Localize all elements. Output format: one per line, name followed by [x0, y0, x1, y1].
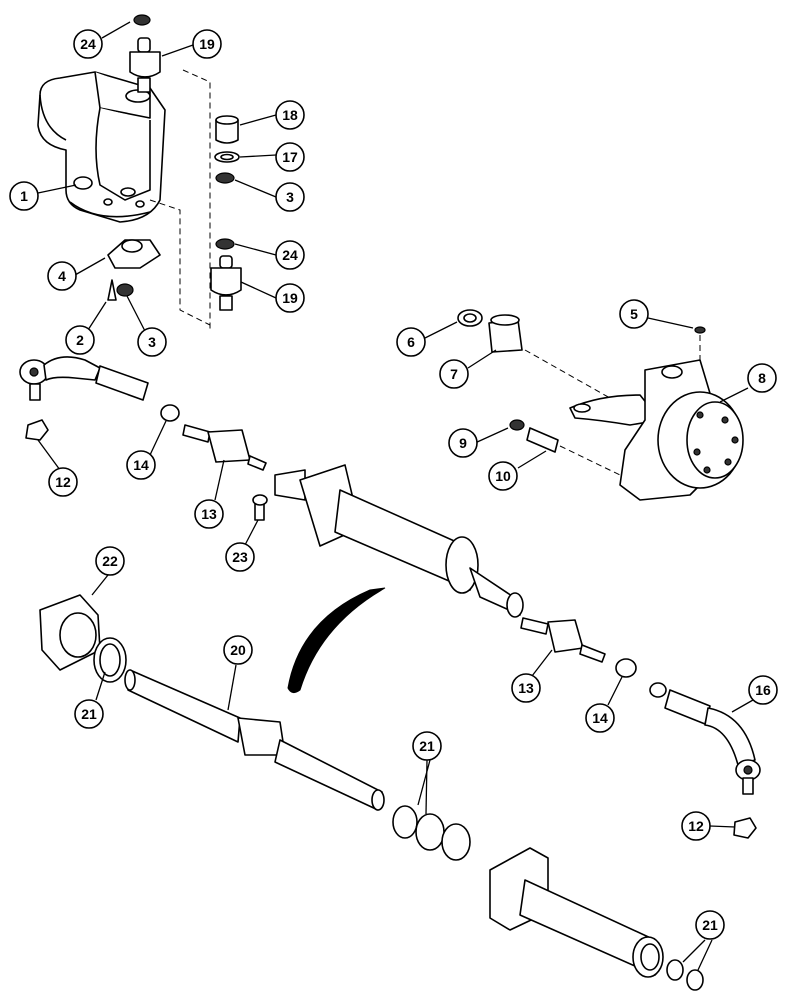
callout-label: 20	[230, 642, 246, 658]
callout-label: 10	[495, 468, 511, 484]
callout-label: 3	[148, 334, 156, 350]
callout-label: 6	[407, 334, 415, 350]
callout-22: 22	[95, 546, 125, 576]
callout-label: 8	[758, 370, 766, 386]
leader-lines	[37, 21, 754, 971]
ball-joint-upper	[129, 14, 161, 93]
callout-label: 1	[20, 188, 28, 204]
callout-19-top: 19	[192, 29, 222, 59]
callout-16: 16	[748, 675, 778, 705]
direction-arrow	[287, 587, 386, 694]
cylinder-barrel	[489, 847, 664, 978]
callout-label: 21	[81, 706, 97, 722]
callout-label: 24	[80, 36, 96, 52]
seal-rings-set	[392, 805, 471, 861]
callout-label: 14	[592, 710, 608, 726]
guide-line	[149, 199, 211, 326]
callout-21-left: 21	[74, 699, 104, 729]
callout-14-right: 14	[585, 703, 615, 733]
callout-3-top: 3	[275, 182, 305, 212]
piston-rod	[124, 669, 385, 811]
callout-18: 18	[275, 100, 305, 130]
guide-line	[182, 69, 211, 330]
callout-label: 4	[58, 268, 66, 284]
inner-ball-joint-right	[520, 617, 637, 678]
callout-label: 17	[282, 149, 298, 165]
callout-13-left: 13	[194, 499, 224, 529]
callout-12-right: 12	[681, 811, 711, 841]
callout-label: 12	[688, 818, 704, 834]
callout-label: 18	[282, 107, 298, 123]
callout-1: 1	[9, 181, 39, 211]
callout-24-middle: 24	[275, 240, 305, 270]
steering-knuckle	[457, 309, 744, 501]
callout-8: 8	[747, 363, 777, 393]
callout-20: 20	[223, 635, 253, 665]
callout-label: 7	[450, 366, 458, 382]
callout-10: 10	[488, 461, 518, 491]
inner-ball-joint-left	[182, 424, 268, 521]
callout-3-lower: 3	[137, 327, 167, 357]
o-rings-small	[666, 959, 704, 991]
steering-cylinder	[274, 464, 524, 618]
callout-21-centre: 21	[412, 731, 442, 761]
tie-rod-right	[649, 682, 761, 839]
callout-label: 12	[55, 474, 71, 490]
callout-7: 7	[439, 359, 469, 389]
callout-24-top: 24	[73, 29, 103, 59]
cover-plate-assembly	[107, 239, 161, 301]
callout-label: 14	[133, 457, 149, 473]
pivot-housing	[37, 71, 166, 223]
callout-9: 9	[448, 428, 478, 458]
callout-label: 16	[755, 682, 771, 698]
ball-joint-lower	[210, 238, 242, 311]
callout-17: 17	[275, 142, 305, 172]
callout-label: 3	[286, 189, 294, 205]
callout-6: 6	[396, 327, 426, 357]
callout-23: 23	[225, 542, 255, 572]
callout-label: 9	[459, 435, 467, 451]
callout-5: 5	[619, 299, 649, 329]
callout-4: 4	[47, 261, 77, 291]
callout-label: 24	[282, 247, 298, 263]
callout-label: 23	[232, 549, 248, 565]
callout-label: 22	[102, 553, 118, 569]
callout-13-right: 13	[511, 673, 541, 703]
callout-label: 2	[76, 332, 84, 348]
callout-19-middle: 19	[275, 283, 305, 313]
callout-label: 13	[201, 506, 217, 522]
end-flange	[39, 594, 127, 683]
pin-and-nut	[509, 419, 621, 476]
callout-21-right: 21	[695, 910, 725, 940]
callout-label: 19	[199, 36, 215, 52]
bush-washer-nut-stack	[214, 115, 240, 184]
callout-2: 2	[65, 325, 95, 355]
callout-label: 5	[630, 306, 638, 322]
callout-label: 13	[518, 680, 534, 696]
callout-label: 19	[282, 290, 298, 306]
callout-12-left: 12	[48, 467, 78, 497]
callout-label: 21	[702, 917, 718, 933]
callout-14-left: 14	[126, 450, 156, 480]
tie-rod-left	[19, 356, 180, 441]
callout-label: 21	[419, 738, 435, 754]
